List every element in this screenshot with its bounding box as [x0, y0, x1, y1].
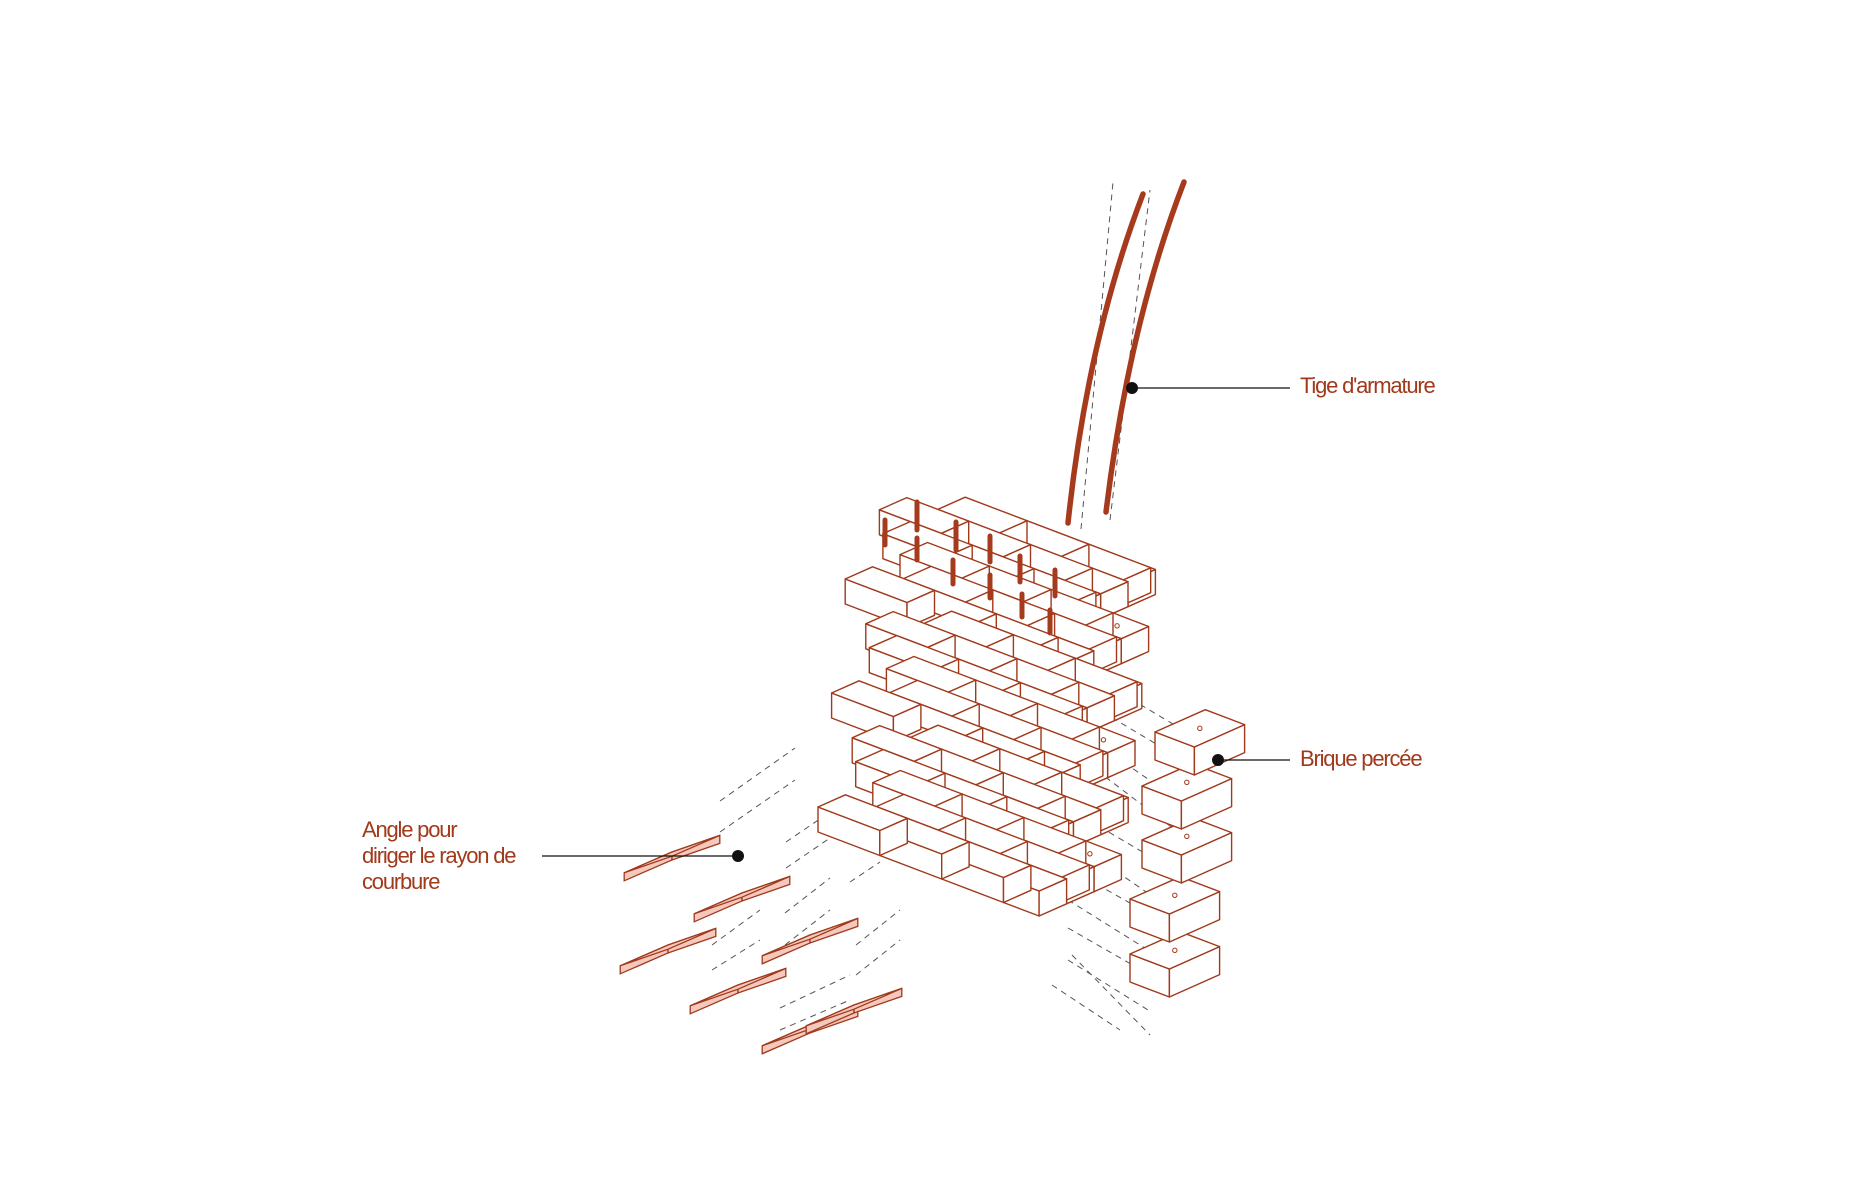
- projection-line: [1071, 954, 1151, 1036]
- brick-hole: [1184, 833, 1190, 840]
- angle-plate: [623, 834, 721, 882]
- brick: [1141, 763, 1233, 830]
- black-dot-icon: [732, 850, 744, 862]
- projection-line: [849, 861, 881, 883]
- projection-line: [784, 909, 831, 946]
- brick-hole: [1100, 737, 1107, 743]
- brick: [1129, 876, 1221, 943]
- brick-top-face: [844, 566, 936, 604]
- brick-top-face: [1154, 709, 1246, 748]
- brick-hole: [1172, 892, 1178, 899]
- projection-line: [711, 909, 761, 946]
- black-dot-icon: [1126, 382, 1138, 394]
- label-angle-line-2: diriger le rayon de: [362, 843, 516, 868]
- brick-hole: [1172, 947, 1178, 954]
- projection-line: [1067, 959, 1149, 1011]
- projection-line: [719, 779, 796, 833]
- label-angle-line-3: courbure: [362, 869, 440, 894]
- brick-hole: [1087, 851, 1093, 857]
- plate-top: [689, 967, 787, 1007]
- brick-hole: [1197, 725, 1203, 732]
- brick-top-face: [1141, 763, 1233, 802]
- label-tige-armature: Tige d'armature: [1300, 373, 1436, 398]
- brick-top-face: [817, 794, 908, 832]
- angle-plate: [619, 927, 717, 975]
- long-rod-right: [1103, 179, 1187, 515]
- projection-line: [779, 974, 851, 1009]
- brick-hole: [1114, 623, 1120, 629]
- brick: [1141, 817, 1233, 884]
- label-angle-line-1: Angle pour: [362, 817, 458, 842]
- angle-plate: [689, 967, 787, 1015]
- plate-top: [805, 987, 903, 1027]
- brick: [1129, 931, 1221, 998]
- projection-line: [1070, 809, 1171, 869]
- drilled-brick-column: [1129, 709, 1246, 998]
- brick-hole: [1184, 779, 1190, 786]
- plate-top: [619, 927, 717, 967]
- label-angle-courbure: Angle pour diriger le rayon de courbure: [362, 817, 516, 895]
- projection-line: [855, 909, 901, 946]
- long-rod-left: [1065, 191, 1146, 526]
- projection-line: [784, 877, 831, 914]
- plate-top: [761, 917, 859, 957]
- brick-wall: [817, 496, 1157, 917]
- projection-line: [779, 999, 851, 1031]
- plate-top: [693, 875, 791, 915]
- brick: [1154, 709, 1246, 776]
- projection-line: [1080, 181, 1114, 530]
- angle-plate: [805, 987, 903, 1035]
- brick-top-face: [1129, 876, 1221, 915]
- projection-line: [1051, 984, 1121, 1031]
- reinforcement-rods: [882, 179, 1187, 636]
- label-brique-percee: Brique percée: [1300, 746, 1423, 771]
- brick: [817, 794, 908, 857]
- projection-line: [711, 939, 761, 971]
- plate-top: [623, 834, 721, 874]
- projection-line: [785, 837, 831, 869]
- projection-line: [719, 747, 796, 802]
- angle-plate: [761, 917, 859, 965]
- brick-top-face: [830, 680, 922, 718]
- label-leaders: [542, 382, 1290, 862]
- angle-plate: [693, 875, 791, 923]
- angle-plates: [619, 834, 903, 1055]
- black-dot-icon: [1212, 754, 1224, 766]
- projection-line: [855, 939, 901, 976]
